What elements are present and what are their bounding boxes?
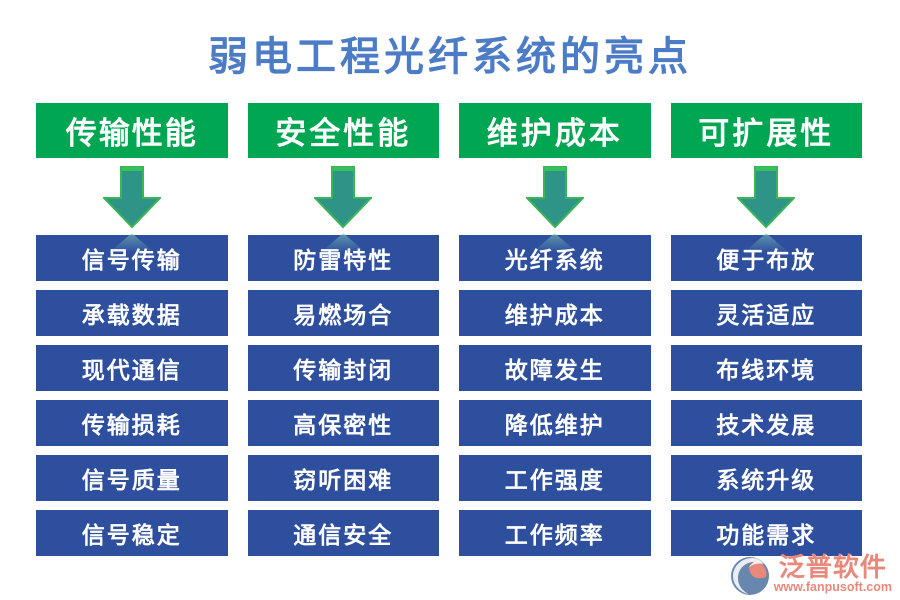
feature-box: 灵活适应 xyxy=(670,290,862,336)
feature-box: 高保密性 xyxy=(247,400,439,446)
feature-box: 系统升级 xyxy=(670,455,862,501)
down-arrow-icon xyxy=(459,158,651,235)
category-column-transmission: 传输性能 信号传输 承载数据 现代通信 传输损耗 信号质量 信号稳定 xyxy=(36,103,228,556)
feature-list: 防雷特性 易燃场合 传输封闭 高保密性 窃听困难 通信安全 xyxy=(247,235,439,556)
category-grid: 传输性能 信号传输 承载数据 现代通信 传输损耗 信号质量 信号稳定 安全性能 xyxy=(36,103,862,556)
feature-box: 防雷特性 xyxy=(247,235,439,281)
category-header: 传输性能 xyxy=(36,103,228,158)
feature-box: 窃听困难 xyxy=(247,455,439,501)
feature-box: 光纤系统 xyxy=(459,235,651,281)
feature-box: 故障发生 xyxy=(459,345,651,391)
feature-box: 工作强度 xyxy=(459,455,651,501)
feature-box: 功能需求 xyxy=(670,510,862,556)
brand-text-block: 泛普软件 www.fanpusoft.com xyxy=(774,554,892,594)
feature-box: 承载数据 xyxy=(36,290,228,336)
down-arrow-icon xyxy=(36,158,228,235)
feature-list: 光纤系统 维护成本 故障发生 降低维护 工作强度 工作频率 xyxy=(459,235,651,556)
category-column-security: 安全性能 防雷特性 易燃场合 传输封闭 高保密性 窃听困难 通信安全 xyxy=(247,103,440,556)
feature-box: 传输封闭 xyxy=(247,345,439,391)
category-column-maintenance: 维护成本 光纤系统 维护成本 故障发生 降低维护 工作强度 工作频率 xyxy=(459,103,651,556)
category-header: 维护成本 xyxy=(459,103,651,158)
feature-box: 通信安全 xyxy=(247,510,439,556)
feature-box: 信号传输 xyxy=(36,235,228,281)
down-arrow-icon xyxy=(248,158,440,235)
feature-box: 信号稳定 xyxy=(36,510,228,556)
down-arrow-icon xyxy=(671,158,863,235)
feature-box: 技术发展 xyxy=(670,400,862,446)
feature-box: 便于布放 xyxy=(670,235,862,281)
feature-box: 现代通信 xyxy=(36,345,228,391)
category-header: 可扩展性 xyxy=(670,103,862,158)
feature-box: 降低维护 xyxy=(459,400,651,446)
feature-list: 信号传输 承载数据 现代通信 传输损耗 信号质量 信号稳定 xyxy=(36,235,228,556)
page-title: 弱电工程光纤系统的亮点 xyxy=(208,34,692,79)
category-header: 安全性能 xyxy=(247,103,439,158)
brand-name: 泛普软件 xyxy=(778,553,887,582)
feature-list: 便于布放 灵活适应 布线环境 技术发展 系统升级 功能需求 xyxy=(670,235,862,556)
feature-box: 易燃场合 xyxy=(247,290,439,336)
brand-watermark: 泛普软件 www.fanpusoft.com xyxy=(730,554,892,596)
feature-box: 维护成本 xyxy=(459,290,651,336)
feature-box: 传输损耗 xyxy=(36,400,228,446)
feature-box: 工作频率 xyxy=(459,510,651,556)
feature-box: 信号质量 xyxy=(36,455,228,501)
feature-box: 布线环境 xyxy=(670,345,862,391)
category-column-scalability: 可扩展性 便于布放 灵活适应 布线环境 技术发展 系统升级 功能需求 xyxy=(670,103,863,556)
fanpu-logo-icon xyxy=(730,557,769,595)
brand-url[interactable]: www.fanpusoft.com xyxy=(773,580,892,595)
